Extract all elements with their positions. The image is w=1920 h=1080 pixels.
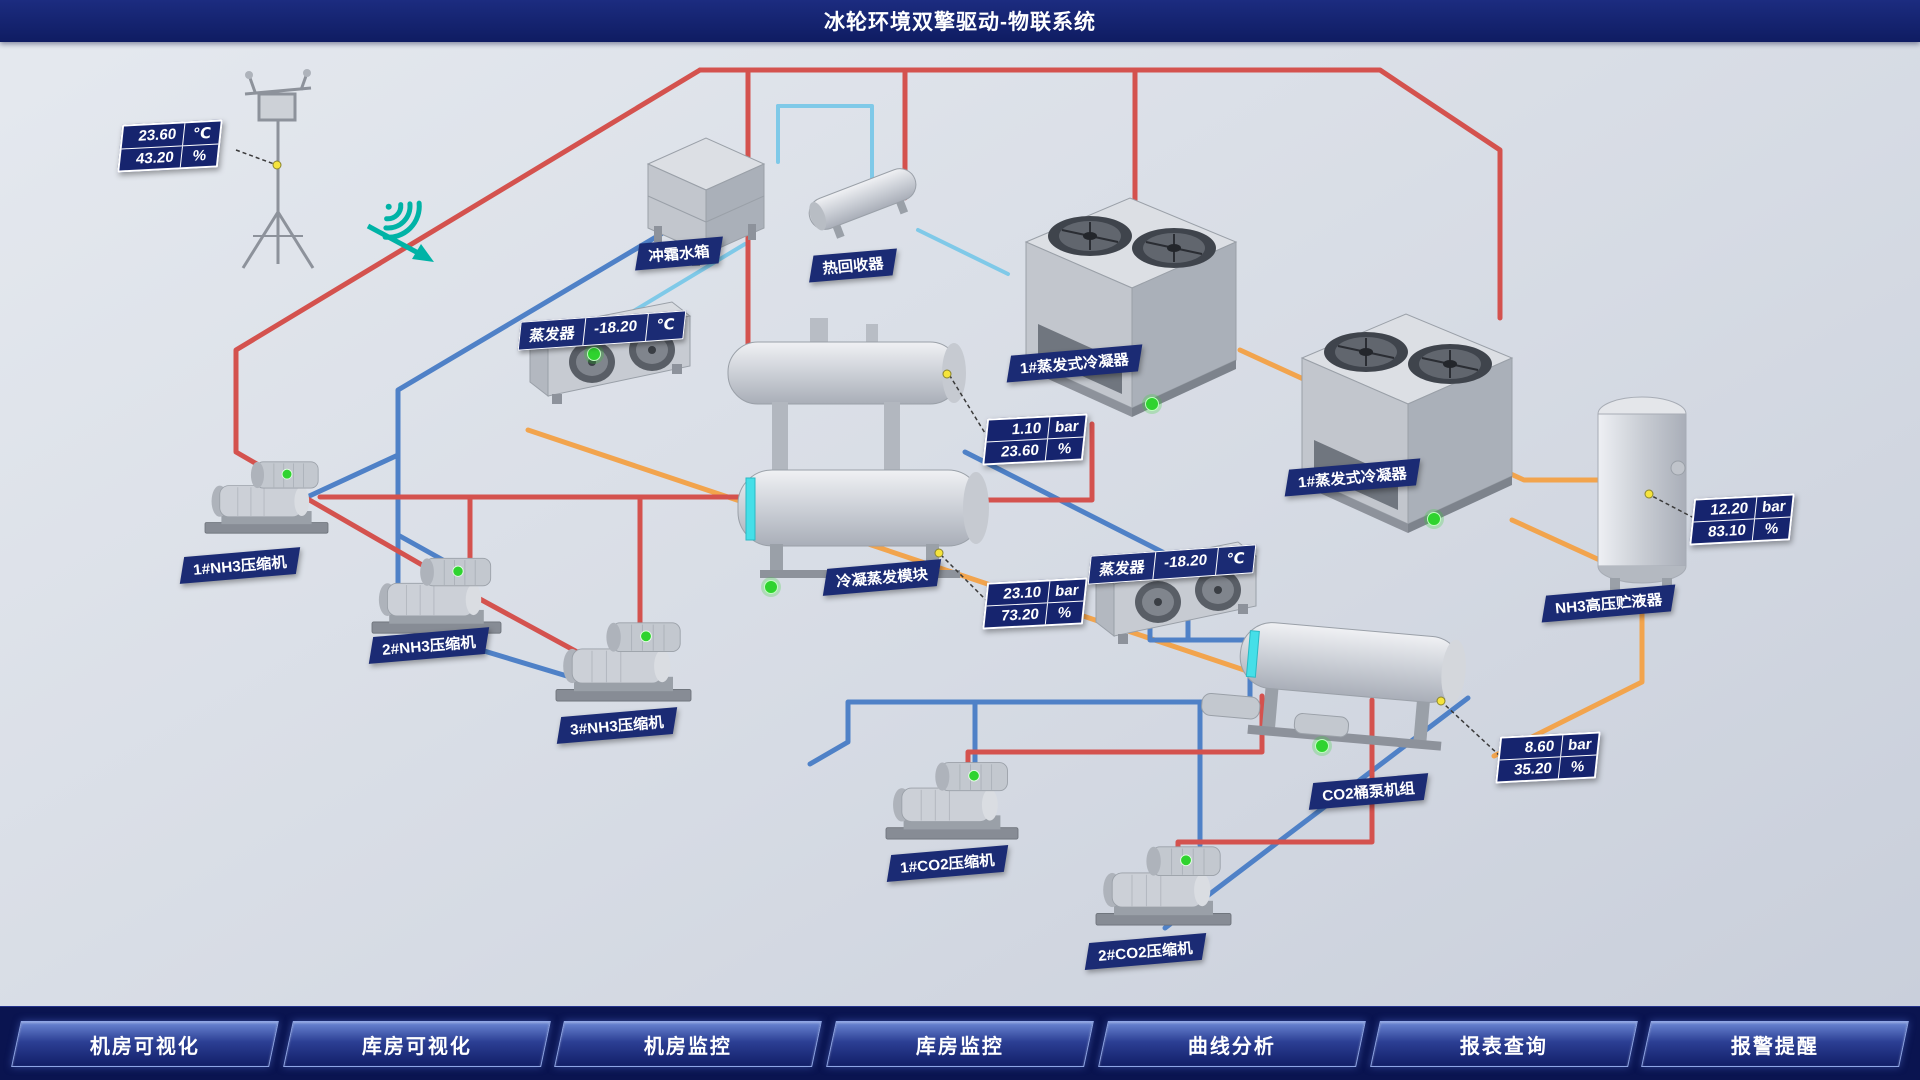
condensation-module-graphic xyxy=(727,318,989,578)
receiver-pressure-unit: bar xyxy=(1754,495,1793,519)
nav-warehouse-monitor[interactable]: 库房监控 xyxy=(826,1020,1094,1067)
evap-right-unit: ℃ xyxy=(1214,545,1255,575)
nav-machine-room-monitor[interactable]: 机房监控 xyxy=(554,1020,823,1067)
receiver-level-unit: % xyxy=(1751,517,1791,541)
heat-recovery-graphic xyxy=(808,168,917,239)
co2-pressure: 8.60 xyxy=(1523,737,1556,757)
status-dots xyxy=(584,344,1444,756)
nav-machine-room-visual[interactable]: 机房可视化 xyxy=(11,1020,279,1067)
module-top-level: 23.60 xyxy=(1000,441,1040,461)
nh3-compressor-3-graphic xyxy=(555,622,692,702)
bottom-nav: 机房可视化 库房可视化 机房监控 库房监控 曲线分析 报表查询 报警提醒 xyxy=(0,1006,1920,1080)
condenser-b-graphic xyxy=(1301,313,1513,534)
co2-pump-unit-graphic xyxy=(1201,622,1466,751)
condenser-a-graphic xyxy=(1025,197,1237,418)
evap-right-temp: -18.20 xyxy=(1152,547,1218,580)
page-title: 冰轮环境双擎驱动-物联系统 xyxy=(824,11,1096,34)
defrost-tank-graphic xyxy=(646,137,766,266)
module-bottom-level: 73.20 xyxy=(1000,605,1040,625)
module-top-pressure: 1.10 xyxy=(1010,419,1043,439)
weather-temp-value: 23.60 xyxy=(137,125,178,145)
weather-temp-unit: ℃ xyxy=(182,121,221,146)
evap-right-label: 蒸发器 xyxy=(1098,558,1146,579)
co2-compressor-2-graphic xyxy=(1095,846,1232,926)
module-bottom-pressure: 23.10 xyxy=(1002,583,1043,603)
module-top-level-unit: % xyxy=(1044,437,1084,461)
leader-lines xyxy=(235,149,1695,757)
co2-pressure-unit: bar xyxy=(1560,733,1599,757)
nav-alarm-reminder[interactable]: 报警提醒 xyxy=(1641,1020,1909,1067)
nh3-compressor-2-graphic xyxy=(371,557,502,634)
co2-compressor-1-graphic xyxy=(885,762,1019,840)
weather-humidity-unit: % xyxy=(179,144,219,168)
indicator-dots xyxy=(272,160,1654,706)
weather-humidity-value: 43.20 xyxy=(135,148,175,168)
gauge-weather: 23.60℃ 43.20% xyxy=(117,119,223,173)
nav-warehouse-visual[interactable]: 库房可视化 xyxy=(282,1020,551,1067)
receiver-pressure: 12.20 xyxy=(1709,499,1750,519)
evap-left-label: 蒸发器 xyxy=(528,324,576,345)
module-bottom-level-unit: % xyxy=(1044,601,1084,625)
module-top-pressure-unit: bar xyxy=(1047,415,1086,439)
evap-left-temp: -18.20 xyxy=(582,313,648,346)
nh3-receiver-graphic xyxy=(1597,396,1687,594)
evap-left-unit: ℃ xyxy=(644,311,685,341)
wifi-icon xyxy=(366,200,434,262)
co2-level-unit: % xyxy=(1557,755,1597,779)
module-bottom-pressure-unit: bar xyxy=(1047,579,1086,603)
receiver-level: 83.10 xyxy=(1707,521,1747,541)
co2-level: 35.20 xyxy=(1513,759,1553,779)
title-bar: 冰轮环境双擎驱动-物联系统 xyxy=(0,0,1920,42)
nav-curve-analysis[interactable]: 曲线分析 xyxy=(1097,1020,1366,1067)
nav-report-query[interactable]: 报表查询 xyxy=(1369,1020,1638,1067)
